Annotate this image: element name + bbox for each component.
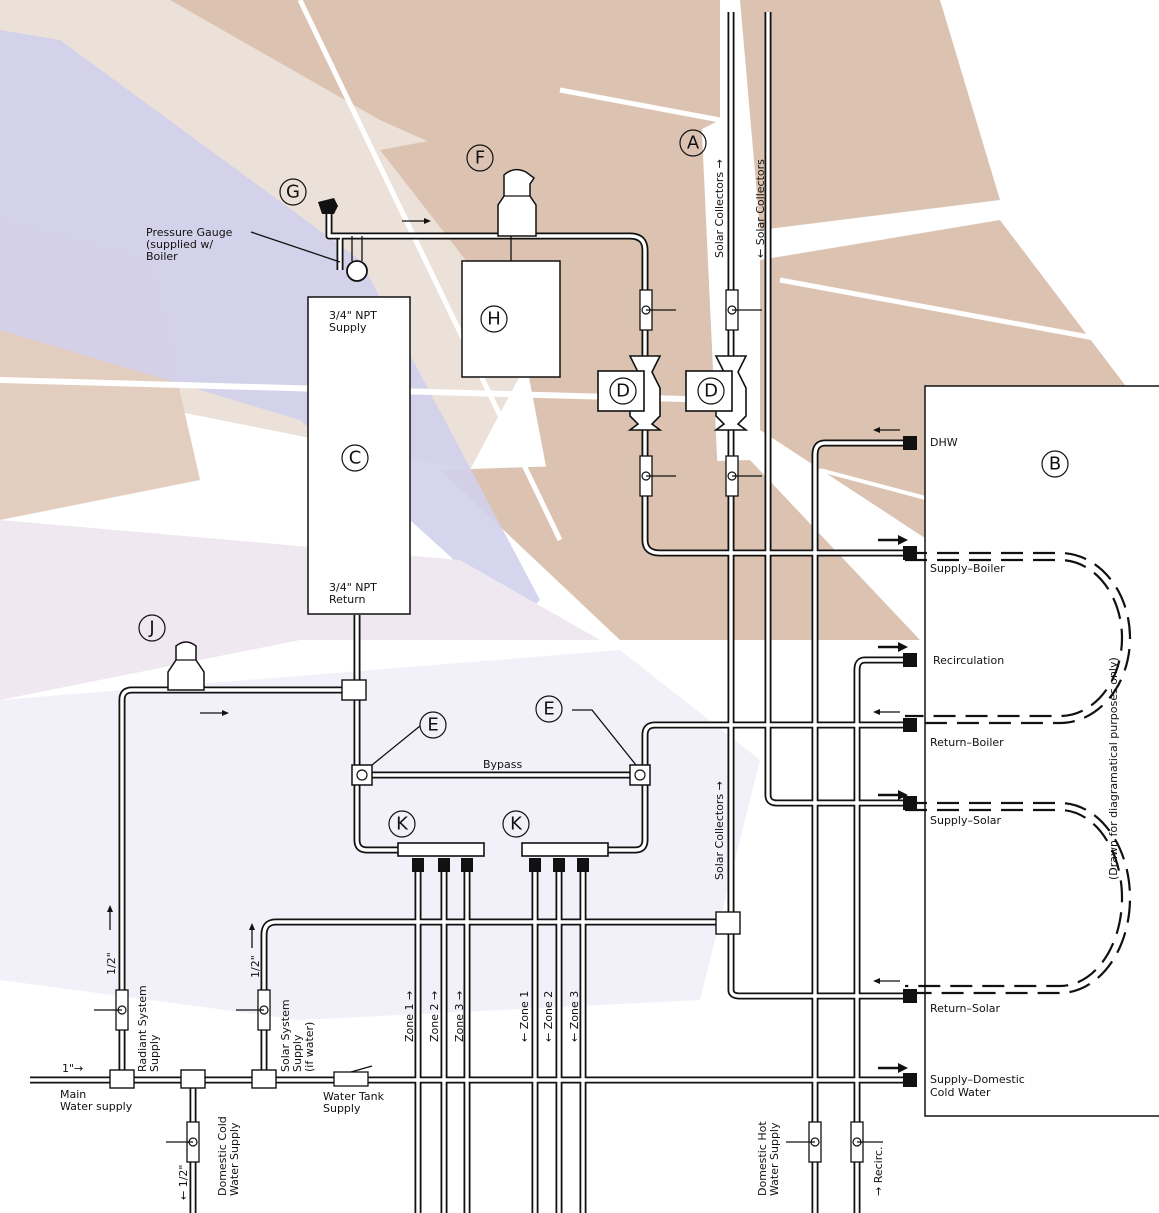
- bypass-label: Bypass: [483, 758, 523, 771]
- callout-k1: K: [388, 810, 416, 838]
- solar-system-label-2: Supply: [291, 1034, 304, 1072]
- callout-a: A: [679, 129, 707, 157]
- supply-npt-label: 3/4" NPT: [329, 309, 377, 322]
- one-inch-label: 1"→: [62, 1062, 83, 1075]
- svg-text:E: E: [543, 699, 554, 720]
- solar-collectors-mid-label: Solar Collectors →: [713, 781, 726, 880]
- arrow-right-icon: [878, 535, 908, 545]
- labels: Pressure Gauge (supplied w/ Boiler 3/4" …: [60, 159, 1120, 1200]
- arrow-left-icon: [873, 978, 900, 984]
- return-boiler-label: Return–Boiler: [930, 736, 1004, 749]
- water-tank: [903, 385, 1159, 1117]
- svg-text:D: D: [704, 381, 718, 402]
- svg-text:K: K: [396, 814, 409, 835]
- recirc-label: → Recirc.: [872, 1146, 885, 1196]
- zone3-down-label: ← Zone 3: [568, 991, 581, 1042]
- main-water-label-2: Water supply: [60, 1100, 133, 1113]
- svg-text:G: G: [286, 182, 300, 203]
- flow-arrows: [107, 218, 908, 1073]
- boiler-unit: [307, 296, 411, 615]
- supply-domestic-label: Supply–Domestic: [930, 1073, 1025, 1086]
- domestic-half-inch: ← 1/2": [177, 1165, 190, 1200]
- ball-valves: [94, 289, 883, 1163]
- component-callouts: A B C D D E E F G H J K K: [138, 129, 1069, 838]
- arrow-up-icon: [249, 923, 255, 948]
- callout-k2: K: [502, 810, 530, 838]
- svg-text:A: A: [687, 133, 700, 154]
- solar-system-label: Solar System: [279, 999, 292, 1072]
- callout-d1: D: [609, 377, 637, 405]
- diagram-note: (Drawn for diagramatical purposes only): [1107, 657, 1120, 880]
- recirculation-label: Recirculation: [933, 654, 1004, 667]
- svg-text:H: H: [487, 309, 501, 330]
- pressure-gauge-label: Pressure Gauge: [146, 226, 233, 239]
- solar-collectors-up-label: Solar Collectors →: [713, 159, 726, 258]
- pipe-tees: [109, 911, 741, 1089]
- zone2-down-label: ← Zone 2: [542, 991, 555, 1042]
- return-npt-label-2: Return: [329, 593, 366, 606]
- svg-text:C: C: [349, 448, 362, 469]
- svg-text:K: K: [510, 814, 523, 835]
- callout-b: B: [1041, 450, 1069, 478]
- pressure-gauge-label-2: (supplied w/: [146, 238, 213, 251]
- radiant-label-2: Supply: [148, 1034, 161, 1072]
- bypass-valves: [351, 709, 651, 786]
- pressure-gauge-label-3: Boiler: [146, 250, 178, 263]
- callout-h: H: [480, 305, 508, 333]
- svg-text:D: D: [616, 381, 630, 402]
- main-water-label: Main: [60, 1088, 86, 1101]
- svg-text:J: J: [148, 618, 154, 639]
- arrow-left-icon: [873, 709, 900, 715]
- air-vent: [497, 168, 537, 237]
- domestic-cold-label-2: Water Supply: [228, 1122, 241, 1196]
- water-tank-label-2: Supply: [323, 1102, 361, 1115]
- arrow-right-icon: [878, 1063, 908, 1073]
- water-tank-label: Water Tank: [323, 1090, 385, 1103]
- zone3-up-label: Zone 3 →: [453, 991, 466, 1042]
- supply-solar-label: Supply–Solar: [930, 814, 1001, 827]
- callout-d2: D: [697, 377, 725, 405]
- manifolds: [397, 842, 609, 872]
- radiant-half-inch: 1/2": [105, 952, 118, 975]
- solar-collectors-down-label: ← Solar Collectors: [754, 159, 767, 258]
- dhw-label: DHW: [930, 436, 958, 449]
- arrow-right-icon: [402, 218, 431, 224]
- arrow-right-icon: [878, 642, 908, 652]
- solar-system-label-3: (if water): [303, 1022, 316, 1072]
- domestic-hot-label-2: Water Supply: [768, 1122, 781, 1196]
- callout-c: C: [341, 444, 369, 472]
- callout-j: J: [138, 614, 166, 642]
- callout-f: F: [466, 144, 494, 172]
- return-npt-label: 3/4" NPT: [329, 581, 377, 594]
- expansion-tank: [461, 236, 561, 378]
- supply-npt-label-2: Supply: [329, 321, 367, 334]
- arrow-left-icon: [873, 427, 900, 433]
- return-solar-label: Return–Solar: [930, 1002, 1001, 1015]
- relief-valve: [250, 198, 368, 282]
- domestic-cold-label: Domestic Cold: [216, 1116, 229, 1196]
- solar-half-inch: 1/2": [249, 955, 262, 978]
- radiant-label: Radiant System: [136, 985, 149, 1072]
- supply-boiler-label: Supply–Boiler: [930, 562, 1005, 575]
- arrow-right-icon: [200, 710, 229, 716]
- svg-text:F: F: [475, 148, 485, 169]
- svg-text:E: E: [427, 715, 438, 736]
- arrow-up-icon: [107, 905, 113, 930]
- callout-g: G: [279, 178, 307, 206]
- callout-e1: E: [419, 711, 447, 739]
- supply-domestic-label-2: Cold Water: [930, 1086, 991, 1099]
- svg-text:B: B: [1049, 454, 1061, 475]
- arrow-right-icon: [878, 790, 908, 800]
- zone1-up-label: Zone 1 →: [403, 991, 416, 1042]
- zone2-up-label: Zone 2 →: [428, 991, 441, 1042]
- domestic-hot-label: Domestic Hot: [756, 1121, 769, 1196]
- mixing-valve: [167, 641, 367, 701]
- callout-e2: E: [535, 695, 563, 723]
- zone1-down-label: ← Zone 1: [518, 991, 531, 1042]
